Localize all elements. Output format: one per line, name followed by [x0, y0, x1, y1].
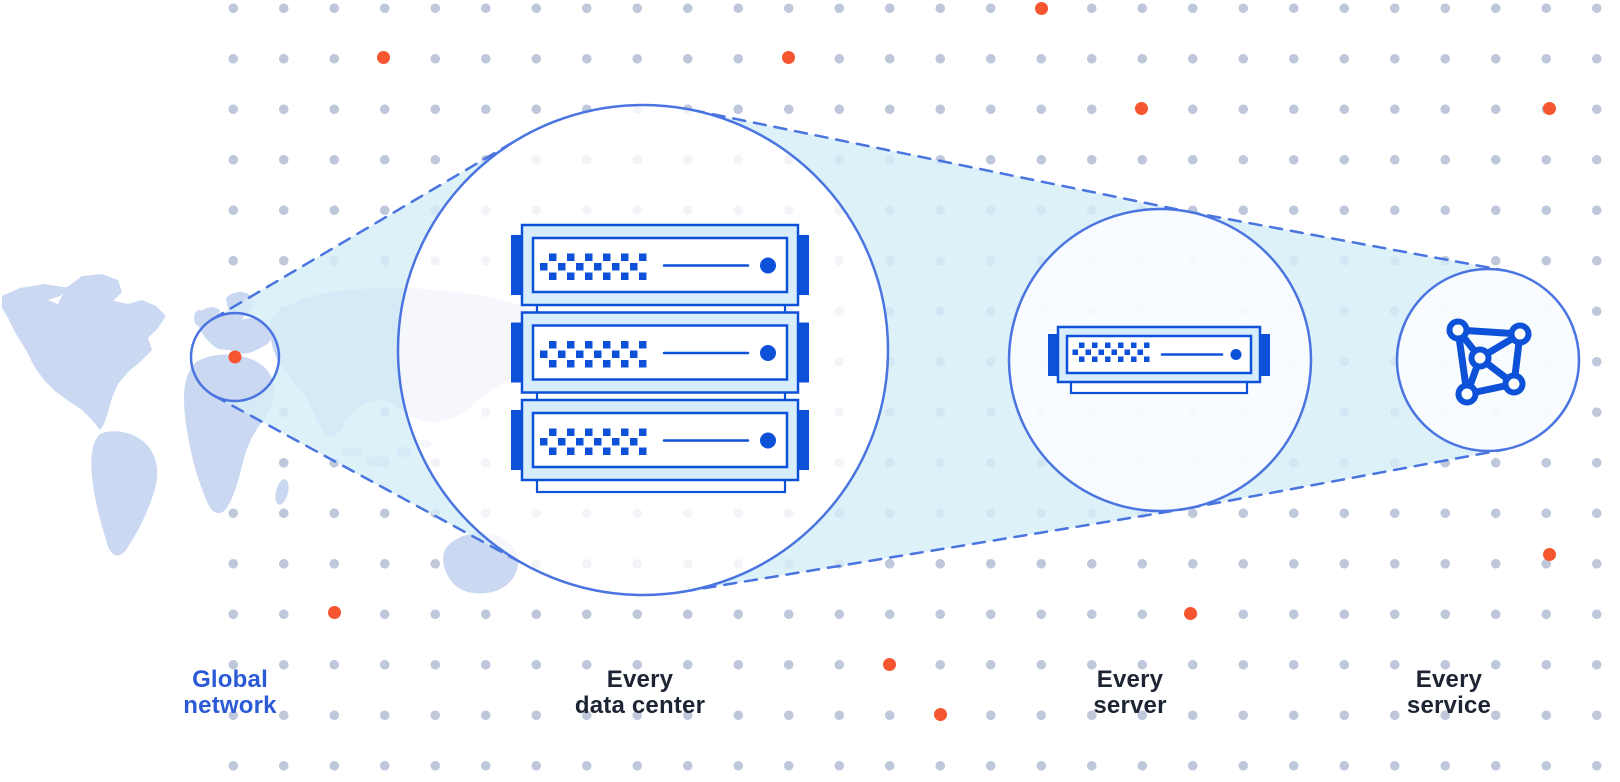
accent-dot [883, 658, 896, 671]
label-every-service: Every service [1406, 666, 1492, 719]
accent-dot [1135, 102, 1148, 115]
label-every-server: Every server [1093, 666, 1167, 719]
accent-dot [377, 51, 390, 64]
server-unit-icon [509, 311, 811, 394]
server-unit-icon [509, 398, 811, 482]
server-unit-icon [509, 223, 811, 307]
accent-dot [1184, 607, 1197, 620]
globe-highlight-circle [189, 311, 281, 403]
accent-dot [782, 51, 795, 64]
server-unit-icon [1048, 325, 1270, 395]
accent-dot [328, 606, 341, 619]
label-global-network: Global network [183, 666, 277, 719]
accent-dot [1035, 2, 1048, 15]
accent-dot [1543, 548, 1556, 561]
network-mesh-icon [1446, 318, 1532, 406]
accent-dot [1543, 102, 1556, 115]
accent-dot [934, 708, 947, 721]
label-every-data-center: Every data center [574, 666, 706, 719]
location-dot-icon [228, 350, 242, 364]
server-rack-icon [509, 223, 811, 494]
